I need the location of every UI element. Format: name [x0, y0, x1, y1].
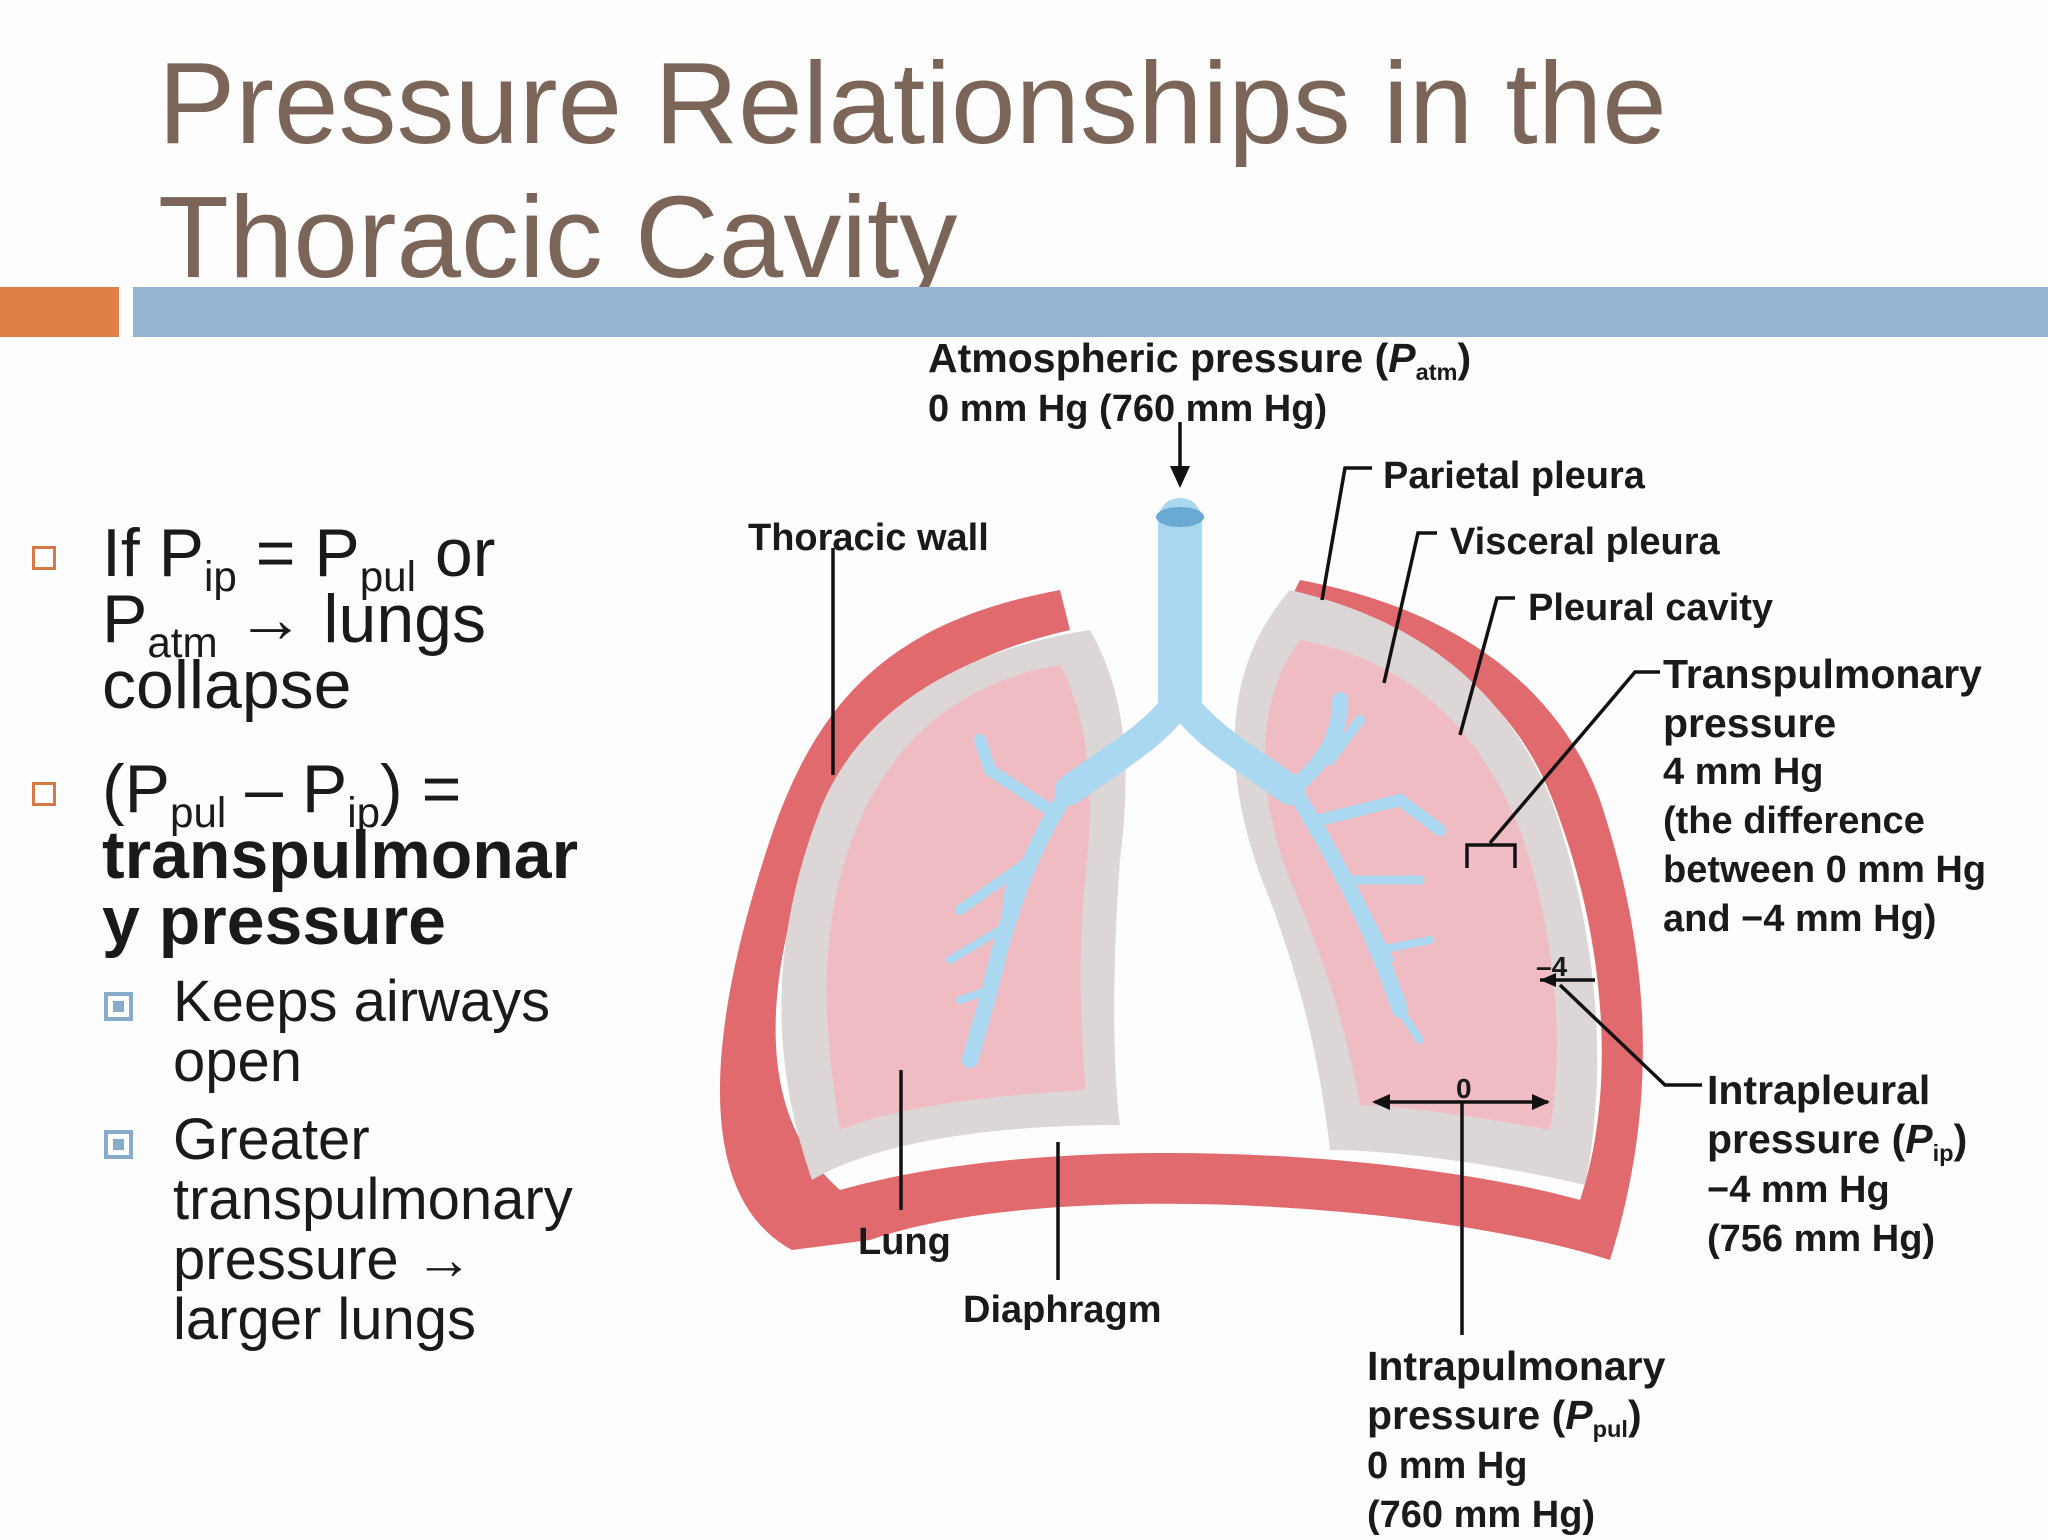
slide-title: Pressure Relationships in the Thoracic C…	[158, 36, 1858, 304]
bullet-item-collapse: If Pip = Ppul or Patm → lungs collapse	[30, 519, 670, 719]
airway-tree	[946, 498, 1446, 1068]
right-lung-shape	[1264, 640, 1557, 1130]
sub-bullet-marker-icon	[104, 1130, 133, 1159]
bullet-list: If Pip = Ppul or Patm → lungs collapse (…	[30, 519, 670, 1388]
label-atmospheric-pressure: Atmospheric pressure (Patm) 0 mm Hg (760…	[928, 335, 1472, 430]
sub-bullet-larger-lungs: Greater transpulmonary pressure → larger…	[102, 1110, 670, 1350]
label-visceral-pleura: Visceral pleura	[1450, 521, 1720, 563]
label-zero: 0	[1456, 1073, 1472, 1104]
bullet-marker-icon	[32, 546, 56, 570]
label-diaphragm: Diaphragm	[963, 1289, 1162, 1331]
accent-bar-blue	[133, 287, 2048, 337]
bullet-item-transpulmonary: (Ppul – Pip) = transpulmonar y pressure …	[30, 755, 670, 1350]
title-line-2: Thoracic Cavity	[158, 172, 958, 302]
leader-lines	[831, 422, 1702, 1335]
label-intrapleural-pressure: Intrapleural pressure (Pip) −4 mm Hg (75…	[1707, 1067, 1968, 1260]
thoracic-wall-shape	[719, 580, 1643, 1260]
sub-bullet-marker-icon	[104, 992, 133, 1021]
label-thoracic-wall: Thoracic wall	[748, 517, 989, 559]
left-lung-shape	[826, 665, 1090, 1130]
trachea-opening	[1156, 507, 1204, 527]
label-pleural-cavity: Pleural cavity	[1528, 587, 1774, 629]
accent-bar-orange	[0, 287, 119, 337]
label-parietal-pleura: Parietal pleura	[1383, 455, 1645, 497]
bullet-marker-icon	[32, 782, 56, 806]
label-transpulmonary-pressure: Transpulmonary pressure 4 mm Hg (the dif…	[1663, 651, 1987, 940]
label-minus-4: –4	[1536, 951, 1568, 982]
title-line-1: Pressure Relationships in the	[158, 38, 1667, 168]
label-intrapulmonary-pressure: Intrapulmonary pressure (Ppul) 0 mm Hg (…	[1367, 1343, 1666, 1536]
label-lung: Lung	[858, 1221, 951, 1263]
sub-bullet-airways: Keeps airways open	[102, 972, 670, 1092]
